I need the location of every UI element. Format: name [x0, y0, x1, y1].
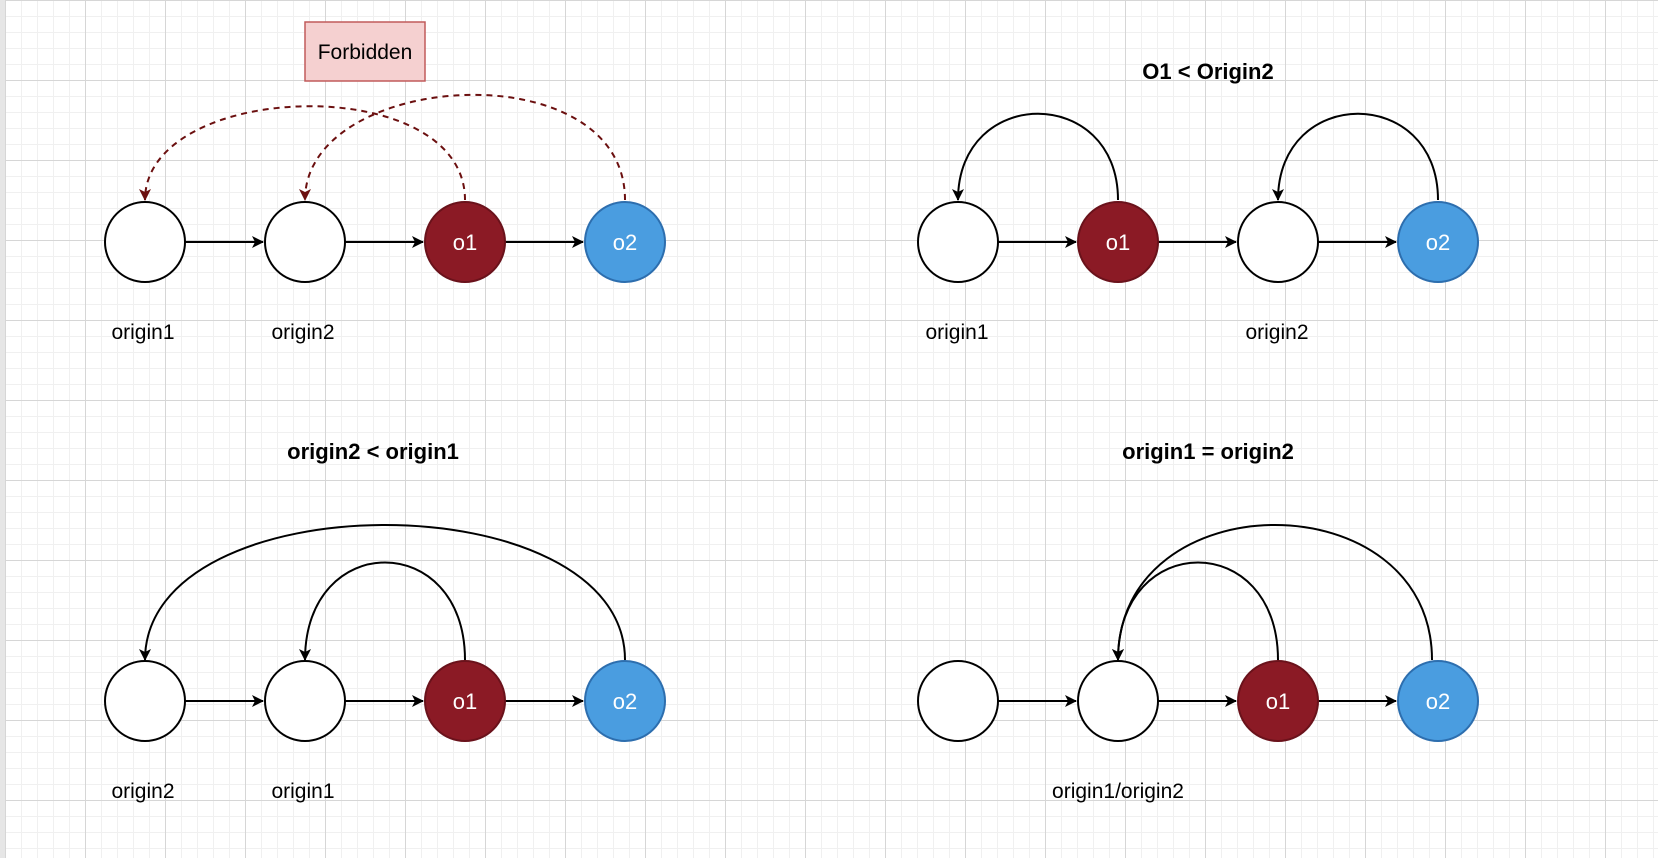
node-caption: origin1/origin2	[1052, 780, 1184, 803]
forbidden-label: Forbidden	[318, 41, 413, 64]
node-o2-label: o2	[1426, 230, 1450, 255]
forbidden-arrow-o2-to-origin2[interactable]	[299, 93, 626, 201]
node-caption: origin2	[271, 321, 334, 344]
node-o1[interactable]	[1077, 201, 1159, 283]
node-o2-label: o2	[613, 230, 637, 255]
panel-title: origin2 < origin1	[287, 439, 459, 464]
node-o1[interactable]	[1237, 660, 1319, 742]
node-o2[interactable]	[1397, 660, 1479, 742]
edge-o1-to-origin1[interactable]	[952, 112, 1119, 201]
forbidden-box[interactable]: Forbidden	[304, 21, 426, 82]
node-start[interactable]	[917, 660, 999, 742]
node-origin2[interactable]	[104, 660, 186, 742]
node-origin1[interactable]	[264, 660, 346, 742]
panel-top-right: O1 < Origin2 o1 o2 origin1 origin2	[917, 59, 1479, 344]
edge-o2-to-origin2[interactable]	[1272, 112, 1439, 201]
node-o2-label: o2	[613, 689, 637, 714]
forbidden-box-rect	[304, 21, 426, 82]
canvas-left-edge	[0, 0, 5, 858]
panel-title: origin1 = origin2	[1122, 439, 1294, 464]
node-caption: origin1	[271, 780, 334, 803]
panel-bottom-right: origin1 = origin2 o1 o2 origin1/origin2	[917, 439, 1479, 803]
forbidden-arrow-o1-to-origin1[interactable]	[139, 105, 466, 201]
node-caption: origin2	[111, 780, 174, 803]
edge-o1-to-origin1[interactable]	[299, 561, 466, 661]
node-caption: origin2	[1245, 321, 1308, 344]
node-o1-label: o1	[453, 689, 477, 714]
edge-o1-to-origin1-origin2[interactable]	[1112, 561, 1279, 661]
node-caption: origin1	[925, 321, 988, 344]
node-o2[interactable]	[1397, 201, 1479, 283]
panel-bottom-left: origin2 < origin1 o1 o2 origin2 origin1	[104, 439, 666, 803]
node-o1-label: o1	[1106, 230, 1130, 255]
edge-o2-to-origin2[interactable]	[139, 524, 626, 661]
node-o1-label: o1	[453, 230, 477, 255]
node-origin2[interactable]	[264, 201, 346, 283]
node-origin2[interactable]	[1237, 201, 1319, 283]
panel-title: O1 < Origin2	[1142, 59, 1273, 84]
node-o2-label: o2	[1426, 689, 1450, 714]
node-origin1-origin2[interactable]	[1077, 660, 1159, 742]
edge-o2-to-origin1-origin2[interactable]	[1112, 524, 1433, 661]
node-origin1[interactable]	[917, 201, 999, 283]
node-o2[interactable]	[584, 660, 666, 742]
node-o1[interactable]	[424, 660, 506, 742]
node-o2[interactable]	[584, 201, 666, 283]
node-caption: origin1	[111, 321, 174, 344]
node-o1-label: o1	[1266, 689, 1290, 714]
node-origin1[interactable]	[104, 201, 186, 283]
panel-top-left: Forbidden o1 o2 origin1 origin2	[104, 21, 666, 344]
node-o1[interactable]	[424, 201, 506, 283]
